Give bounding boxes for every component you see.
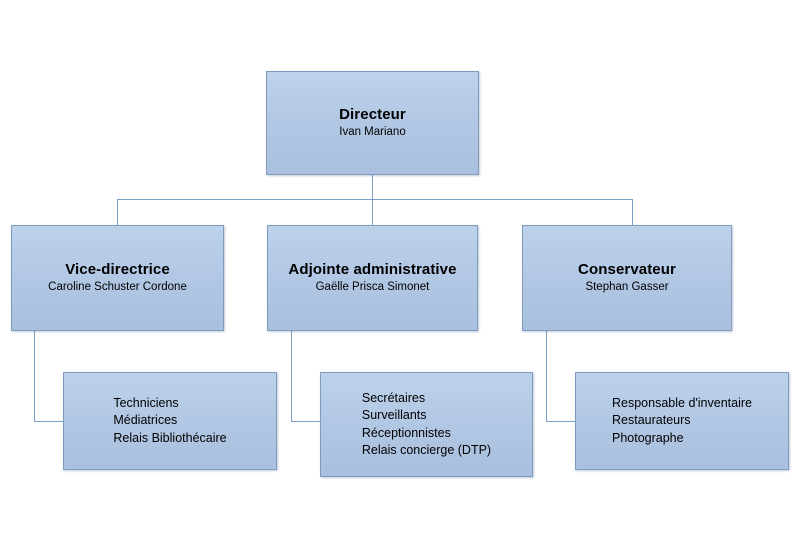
node-directeur-role: Directeur [339,105,406,123]
team-role-item: Relais Bibliothécaire [113,430,227,445]
connector-row2-bus [117,199,633,200]
team-role-item: Restaurateurs [612,413,691,428]
node-conservateur-person: Stephan Gasser [585,281,669,294]
connector-adjointe-to-team [291,331,321,422]
node-conservateur-role: Conservateur [578,260,676,278]
node-directeur-person: Ivan Mariano [339,126,406,139]
connector-bus-to-vice-directrice [117,199,118,225]
node-vice-directrice-role: Vice-directrice [65,260,170,278]
team-role-item: Médiatrices [113,413,178,428]
team-role-item: Surveillants [361,408,427,423]
node-adjointe-administrative-person: Gaëlle Prisca Simonet [315,281,430,294]
node-vice-directrice[interactable]: Vice-directrice Caroline Schuster Cordon… [11,225,224,331]
connector-vice-directrice-to-team [34,331,64,422]
connector-bus-to-adjointe [372,199,373,225]
team-role-item: Responsable d'inventaire [612,396,752,411]
team-role-item: Photographe [612,430,684,445]
node-vice-directrice-person: Caroline Schuster Cordone [48,281,187,294]
node-adjointe-administrative-role: Adjointe administrative [288,260,457,278]
team-role-item: Secrétaires [361,391,426,405]
node-adjointe-administrative[interactable]: Adjointe administrative Gaëlle Prisca Si… [267,225,478,331]
connector-bus-to-conservateur [632,199,633,225]
connector-director-down [372,175,373,200]
connector-conservateur-to-team [546,331,576,422]
team-role-item: Techniciens [113,396,179,411]
node-directeur[interactable]: Directeur Ivan Mariano [266,71,479,175]
node-conservateur[interactable]: Conservateur Stephan Gasser [522,225,732,331]
team-role-item: Relais concierge (DTP) [361,442,492,457]
team-role-item: Réceptionnistes [361,425,451,440]
